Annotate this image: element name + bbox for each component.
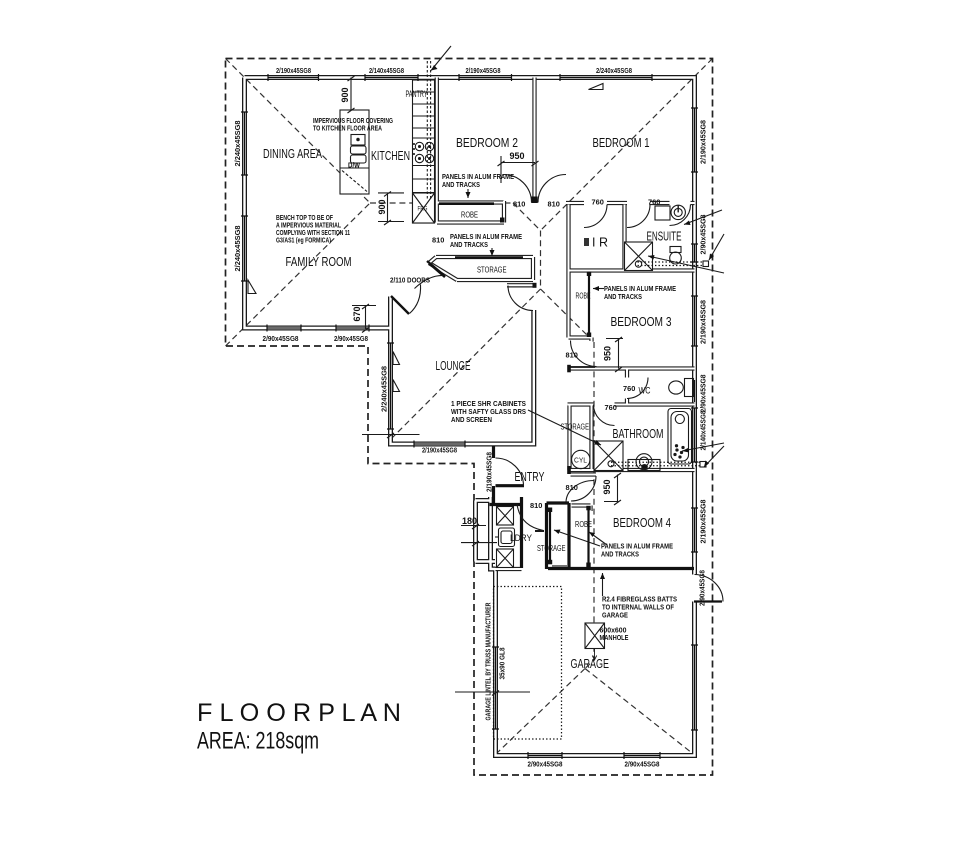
svg-text:AREA: 218sqm: AREA: 218sqm xyxy=(197,728,319,755)
svg-text:950: 950 xyxy=(603,346,613,361)
svg-text:2/240x45SG8: 2/240x45SG8 xyxy=(596,66,632,75)
svg-text:A IMPERVIOUS MATERIAL: A IMPERVIOUS MATERIAL xyxy=(276,221,341,230)
svg-text:810: 810 xyxy=(548,200,560,209)
svg-text:WC: WC xyxy=(639,386,651,396)
svg-text:810: 810 xyxy=(432,236,444,245)
svg-text:GARAGE LINTEL BY TRUSS MANUFAC: GARAGE LINTEL BY TRUSS MANUFACTURER xyxy=(484,602,493,720)
svg-text:2/190x45SG8: 2/190x45SG8 xyxy=(699,300,708,344)
svg-text:I R: I R xyxy=(592,235,608,250)
svg-text:670: 670 xyxy=(352,306,362,321)
svg-text:LDRY: LDRY xyxy=(510,533,532,543)
svg-text:2/90x45SG8: 2/90x45SG8 xyxy=(698,570,707,606)
svg-text:PANELS IN ALUM FRAME: PANELS IN ALUM FRAME xyxy=(450,232,522,241)
svg-text:ENSUITE: ENSUITE xyxy=(647,229,682,244)
svg-text:BATHROOM: BATHROOM xyxy=(613,426,664,441)
svg-text:MANHOLE: MANHOLE xyxy=(600,633,629,642)
svg-text:PANTRY: PANTRY xyxy=(406,89,428,99)
svg-text:950: 950 xyxy=(509,151,524,161)
svg-text:G3/AS1 (eg FORMICA): G3/AS1 (eg FORMICA) xyxy=(276,236,331,245)
svg-text:GARAGE: GARAGE xyxy=(571,656,610,671)
svg-text:ROBE: ROBE xyxy=(575,520,592,529)
svg-text:AND TRACKS: AND TRACKS xyxy=(450,240,488,249)
svg-text:ENTRY: ENTRY xyxy=(515,469,545,484)
svg-text:2/190x45SG8: 2/190x45SG8 xyxy=(466,66,501,75)
svg-text:2/190x45SG8: 2/190x45SG8 xyxy=(699,500,708,544)
svg-text:2/90x45SG8: 2/90x45SG8 xyxy=(528,760,563,769)
svg-text:950: 950 xyxy=(602,479,612,494)
svg-text:WITH SAFTY GLASS DRS: WITH SAFTY GLASS DRS xyxy=(451,407,526,416)
svg-text:F L O O R P L A N: F L O O R P L A N xyxy=(197,699,401,727)
svg-text:810: 810 xyxy=(530,501,542,510)
svg-text:810: 810 xyxy=(566,483,578,492)
svg-text:2/90x45SG8: 2/90x45SG8 xyxy=(334,334,368,343)
svg-text:TO KITCHEN FLOOR AREA: TO KITCHEN FLOOR AREA xyxy=(313,124,383,133)
svg-text:BEDROOM 1: BEDROOM 1 xyxy=(593,135,650,150)
svg-text:FRG: FRG xyxy=(418,206,428,213)
svg-text:760: 760 xyxy=(623,384,635,393)
svg-text:CYL: CYL xyxy=(574,458,587,465)
svg-text:900: 900 xyxy=(377,199,387,214)
svg-text:760: 760 xyxy=(648,198,660,207)
svg-text:810: 810 xyxy=(566,351,578,360)
svg-text:BENCH TOP TO BE OF: BENCH TOP TO BE OF xyxy=(276,213,333,222)
svg-text:2/240x45SG8: 2/240x45SG8 xyxy=(233,226,242,272)
svg-text:2/90x45SG8: 2/90x45SG8 xyxy=(699,215,708,255)
svg-text:2/240x45SG8: 2/240x45SG8 xyxy=(380,366,389,412)
svg-text:D/W: D/W xyxy=(348,161,360,170)
svg-text:STORAGE: STORAGE xyxy=(477,266,507,275)
svg-text:2/190x45SG8: 2/190x45SG8 xyxy=(699,120,708,164)
svg-text:STORAGE: STORAGE xyxy=(561,423,590,432)
svg-text:810: 810 xyxy=(513,200,525,209)
svg-text:2/140x45SG8: 2/140x45SG8 xyxy=(369,66,404,75)
svg-text:BEDROOM 4: BEDROOM 4 xyxy=(613,515,671,530)
svg-text:PANELS IN ALUM FRAME: PANELS IN ALUM FRAME xyxy=(601,542,673,551)
svg-text:R2.4 FIBREGLASS BATTS: R2.4 FIBREGLASS BATTS xyxy=(602,595,677,604)
svg-text:35x90 GL8: 35x90 GL8 xyxy=(498,648,507,680)
svg-text:2/90x45SG8: 2/90x45SG8 xyxy=(699,375,708,413)
svg-text:2/190x45SG8: 2/190x45SG8 xyxy=(485,452,494,492)
svg-text:180: 180 xyxy=(462,516,477,526)
svg-text:2/90x45SG8: 2/90x45SG8 xyxy=(263,334,299,343)
svg-text:ROBE: ROBE xyxy=(576,292,591,301)
svg-text:2/240x45SG8: 2/240x45SG8 xyxy=(233,121,242,167)
svg-text:600x600: 600x600 xyxy=(600,626,627,635)
svg-text:ROBE: ROBE xyxy=(461,211,478,220)
svg-text:STORAGE: STORAGE xyxy=(537,544,566,553)
svg-text:AND TRACKS: AND TRACKS xyxy=(601,550,639,559)
svg-text:AND TRACKS: AND TRACKS xyxy=(442,180,480,189)
svg-text:1 PIECE SHR CABINETS: 1 PIECE SHR CABINETS xyxy=(451,399,526,408)
svg-text:KITCHEN: KITCHEN xyxy=(371,148,410,163)
svg-text:PANELS IN ALUM FRAME: PANELS IN ALUM FRAME xyxy=(442,172,514,181)
svg-text:PANELS IN ALUM FRAME: PANELS IN ALUM FRAME xyxy=(604,284,676,293)
svg-text:AND TRACKS: AND TRACKS xyxy=(604,292,642,301)
svg-text:2/190x45SG8: 2/190x45SG8 xyxy=(422,446,457,455)
svg-text:2/140x45SG8: 2/140x45SG8 xyxy=(699,411,708,451)
svg-text:2/190x45SG8: 2/190x45SG8 xyxy=(276,66,311,75)
svg-text:900: 900 xyxy=(340,87,350,102)
svg-text:AND SCREEN: AND SCREEN xyxy=(451,415,492,424)
svg-text:FAMILY ROOM: FAMILY ROOM xyxy=(286,254,352,269)
svg-text:BEDROOM 2: BEDROOM 2 xyxy=(456,135,518,150)
svg-text:2/110 DOORS: 2/110 DOORS xyxy=(390,276,430,285)
svg-text:LOUNGE: LOUNGE xyxy=(436,358,471,373)
svg-text:COMPLYING WITH SECTION 11: COMPLYING WITH SECTION 11 xyxy=(276,228,350,237)
svg-text:BEDROOM 3: BEDROOM 3 xyxy=(611,314,672,329)
svg-text:DINING AREA: DINING AREA xyxy=(263,146,322,161)
svg-text:IMPERVIOUS FLOOR COVERING: IMPERVIOUS FLOOR COVERING xyxy=(313,116,393,125)
svg-text:760: 760 xyxy=(605,403,617,412)
svg-text:760: 760 xyxy=(592,198,604,207)
svg-text:GARAGE: GARAGE xyxy=(602,611,628,620)
svg-text:2/90x45SG8: 2/90x45SG8 xyxy=(625,760,660,769)
svg-text:TO INTERNAL WALLS OF: TO INTERNAL WALLS OF xyxy=(602,603,674,612)
